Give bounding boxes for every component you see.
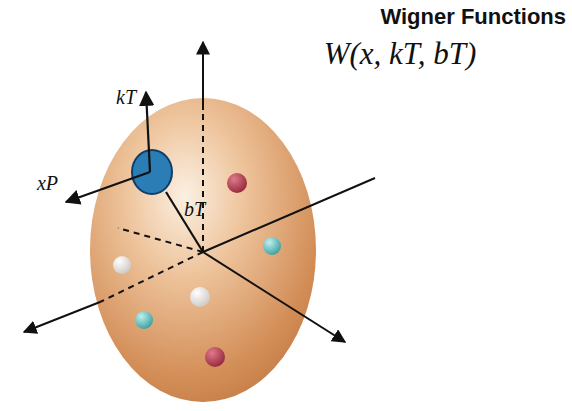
parton-ball [113, 256, 131, 274]
axes [24, 42, 375, 342]
parton-ball [227, 173, 247, 193]
parton-ball [135, 311, 153, 329]
momentum-label: kT [116, 86, 136, 109]
kt-vector [146, 92, 150, 172]
quark [132, 150, 172, 194]
proton-body [90, 98, 316, 402]
formula-label: W(x, kT, bT) [324, 36, 477, 72]
parton-ball [205, 347, 225, 367]
position-label: bT [184, 198, 205, 221]
parton-ball [263, 237, 281, 255]
parton-ball [190, 287, 210, 307]
diagram-title: Wigner Functions [380, 4, 566, 30]
momentum-label: xP [37, 172, 58, 195]
xp-vector [66, 172, 150, 202]
